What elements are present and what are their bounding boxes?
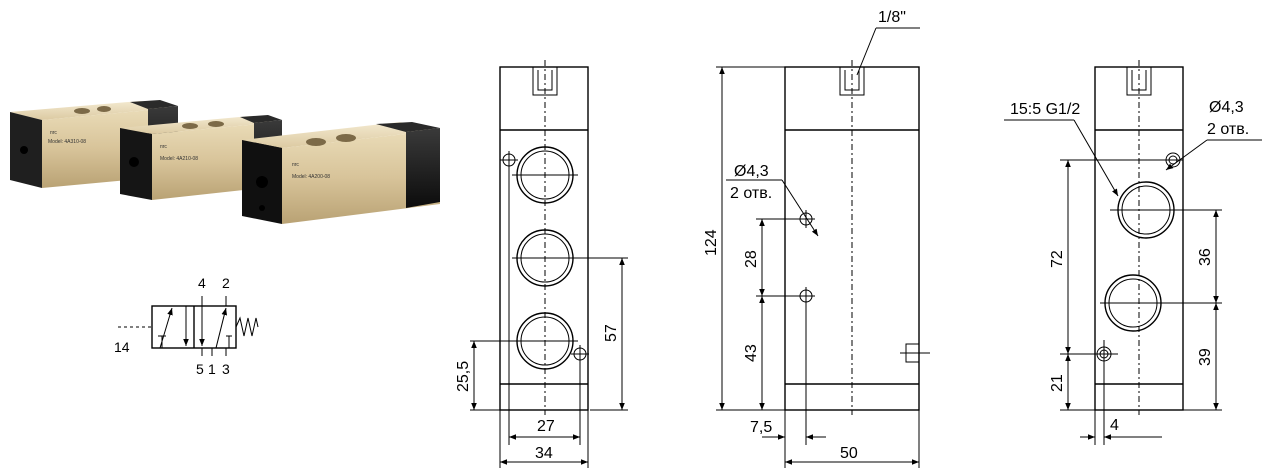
port-14-label: 14: [114, 339, 130, 355]
valve-1-model: Model: 4A310-08: [48, 139, 86, 145]
product-photo: Model: 4A310-08 пгс Model: 4A210-08 пгс: [10, 100, 440, 224]
valve-3-brand: пгс: [292, 162, 299, 168]
valve-3-model: Model: 4A200-08: [292, 174, 330, 180]
view-front: 57 25,5 27 34: [455, 60, 628, 468]
valve-3: Model: 4A200-08 пгс: [242, 122, 440, 224]
valve-2-model: Model: 4A210-08: [160, 156, 198, 162]
hole-count-label: 2 отв.: [730, 185, 772, 202]
valve-2-brand: пгс: [160, 144, 167, 150]
dim-7-5: 7,5: [750, 419, 772, 436]
thread-g1-2-label: 15:5 G1/2: [1010, 101, 1080, 118]
dim-25-5: 25,5: [455, 361, 472, 392]
valve-1-brand: пгс: [50, 130, 57, 136]
port-5-label: 5: [196, 361, 204, 377]
port-2-label: 2: [222, 275, 230, 291]
dim-43: 43: [743, 344, 760, 362]
dim-4: 4: [1110, 417, 1119, 434]
hole-dia-label: Ø4,3: [734, 163, 769, 180]
dim-57: 57: [603, 324, 620, 342]
hole-count-label-back: 2 отв.: [1207, 121, 1249, 138]
port-4-label: 4: [198, 275, 206, 291]
dim-34: 34: [535, 445, 553, 462]
port-1-label: 1: [208, 361, 216, 377]
dim-36: 36: [1197, 248, 1214, 266]
dim-27: 27: [537, 418, 555, 435]
dim-28: 28: [743, 250, 760, 268]
dim-50: 50: [840, 445, 858, 462]
thread-1-8-label: 1/8": [878, 9, 906, 26]
hole-dia-label-back: Ø4,3: [1209, 99, 1244, 116]
port-3-label: 3: [222, 361, 230, 377]
valve-symbol: 4 2 14 5 1 3: [114, 275, 259, 377]
dim-124: 124: [703, 229, 720, 256]
dim-72: 72: [1049, 250, 1066, 268]
view-back: 15:5 G1/2 Ø4,3 2 отв. 72 21 36 39 4: [1004, 60, 1262, 445]
dim-39: 39: [1197, 348, 1214, 366]
dim-21: 21: [1049, 374, 1066, 392]
view-side: 1/8" Ø4,3 2 отв. 124 28 43 7,5 50: [703, 9, 930, 468]
